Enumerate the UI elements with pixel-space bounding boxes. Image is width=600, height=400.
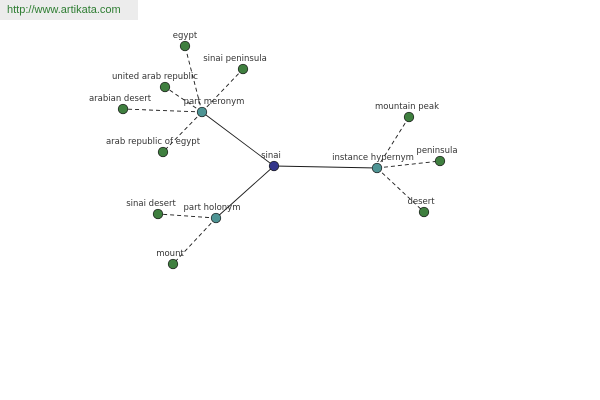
leaf-node-sinai-peninsula[interactable]: sinai peninsula	[203, 54, 267, 75]
relation-node-part-holonym[interactable]: part holonym	[184, 203, 241, 224]
leaf-node-mount[interactable]: mount	[156, 249, 184, 270]
leaf-node-arabian-desert[interactable]: arabian desert	[89, 94, 152, 115]
leaf-node-sinai-desert[interactable]: sinai desert	[126, 199, 176, 220]
node-marker-instance-hypernym[interactable]	[371, 162, 383, 174]
node-marker-arabian-desert[interactable]	[117, 103, 129, 115]
edge-part-meronym-arabian-desert	[122, 108, 203, 113]
leaf-node-mountain-peak[interactable]: mountain peak	[375, 102, 439, 123]
relation-node-part-meronym[interactable]: part meronym	[184, 97, 245, 118]
node-marker-sinai[interactable]	[268, 160, 280, 172]
node-label-mountain-peak: mountain peak	[375, 102, 439, 112]
leaf-node-arab-republic-of-egypt[interactable]: arab republic of egypt	[106, 137, 201, 158]
edge-part-meronym-egypt	[184, 45, 203, 113]
node-label-part-holonym: part holonym	[184, 203, 241, 213]
node-marker-part-holonym[interactable]	[210, 212, 222, 224]
graph-edges	[122, 45, 441, 265]
node-marker-mount[interactable]	[167, 258, 179, 270]
edge-instance-hypernym-desert	[376, 167, 425, 213]
node-marker-egypt[interactable]	[179, 40, 191, 52]
edge-part-meronym-arab-republic-of-egypt	[162, 111, 203, 153]
node-marker-sinai-peninsula[interactable]	[237, 63, 249, 75]
node-marker-peninsula[interactable]	[434, 155, 446, 167]
node-label-mount: mount	[156, 249, 184, 259]
edge-sinai-part-meronym	[201, 111, 275, 167]
edge-part-meronym-sinai-peninsula	[201, 68, 244, 113]
edge-part-holonym-mount	[172, 217, 217, 265]
node-marker-arab-republic-of-egypt[interactable]	[157, 146, 169, 158]
edge-sinai-instance-hypernym	[273, 165, 378, 169]
node-label-egypt: egypt	[173, 31, 198, 41]
node-marker-mountain-peak[interactable]	[403, 111, 415, 123]
node-label-part-meronym: part meronym	[184, 97, 245, 107]
center-node-sinai[interactable]: sinai	[261, 151, 281, 172]
relation-node-instance-hypernym[interactable]: instance hypernym	[332, 153, 414, 174]
node-label-peninsula: peninsula	[416, 146, 457, 156]
leaf-node-desert[interactable]: desert	[407, 197, 435, 218]
node-label-instance-hypernym: instance hypernym	[332, 153, 414, 163]
leaf-node-united-arab-republic[interactable]: united arab republic	[112, 72, 198, 93]
edge-part-holonym-sinai-desert	[157, 213, 217, 219]
node-label-desert: desert	[407, 197, 435, 207]
node-marker-sinai-desert[interactable]	[152, 208, 164, 220]
node-label-sinai-peninsula: sinai peninsula	[203, 54, 267, 64]
node-label-sinai: sinai	[261, 151, 281, 161]
node-label-arab-republic-of-egypt: arab republic of egypt	[106, 137, 201, 147]
node-marker-united-arab-republic[interactable]	[159, 81, 171, 93]
node-label-sinai-desert: sinai desert	[126, 199, 176, 209]
node-label-arabian-desert: arabian desert	[89, 94, 152, 104]
graph-nodes: part meronym egypt sinai peninsula united a…	[89, 31, 458, 270]
site-watermark: http://www.artikata.com	[0, 0, 138, 20]
edge-instance-hypernym-mountain-peak	[376, 116, 410, 169]
edge-sinai-part-holonym	[215, 165, 275, 219]
leaf-node-egypt[interactable]: egypt	[173, 31, 198, 52]
edge-part-meronym-united-arab-republic	[164, 86, 203, 113]
node-marker-part-meronym[interactable]	[196, 106, 208, 118]
leaf-node-peninsula[interactable]: peninsula	[416, 146, 458, 167]
node-marker-desert[interactable]	[418, 206, 430, 218]
edge-instance-hypernym-peninsula	[376, 160, 441, 169]
node-label-united-arab-republic: united arab republic	[112, 72, 198, 82]
